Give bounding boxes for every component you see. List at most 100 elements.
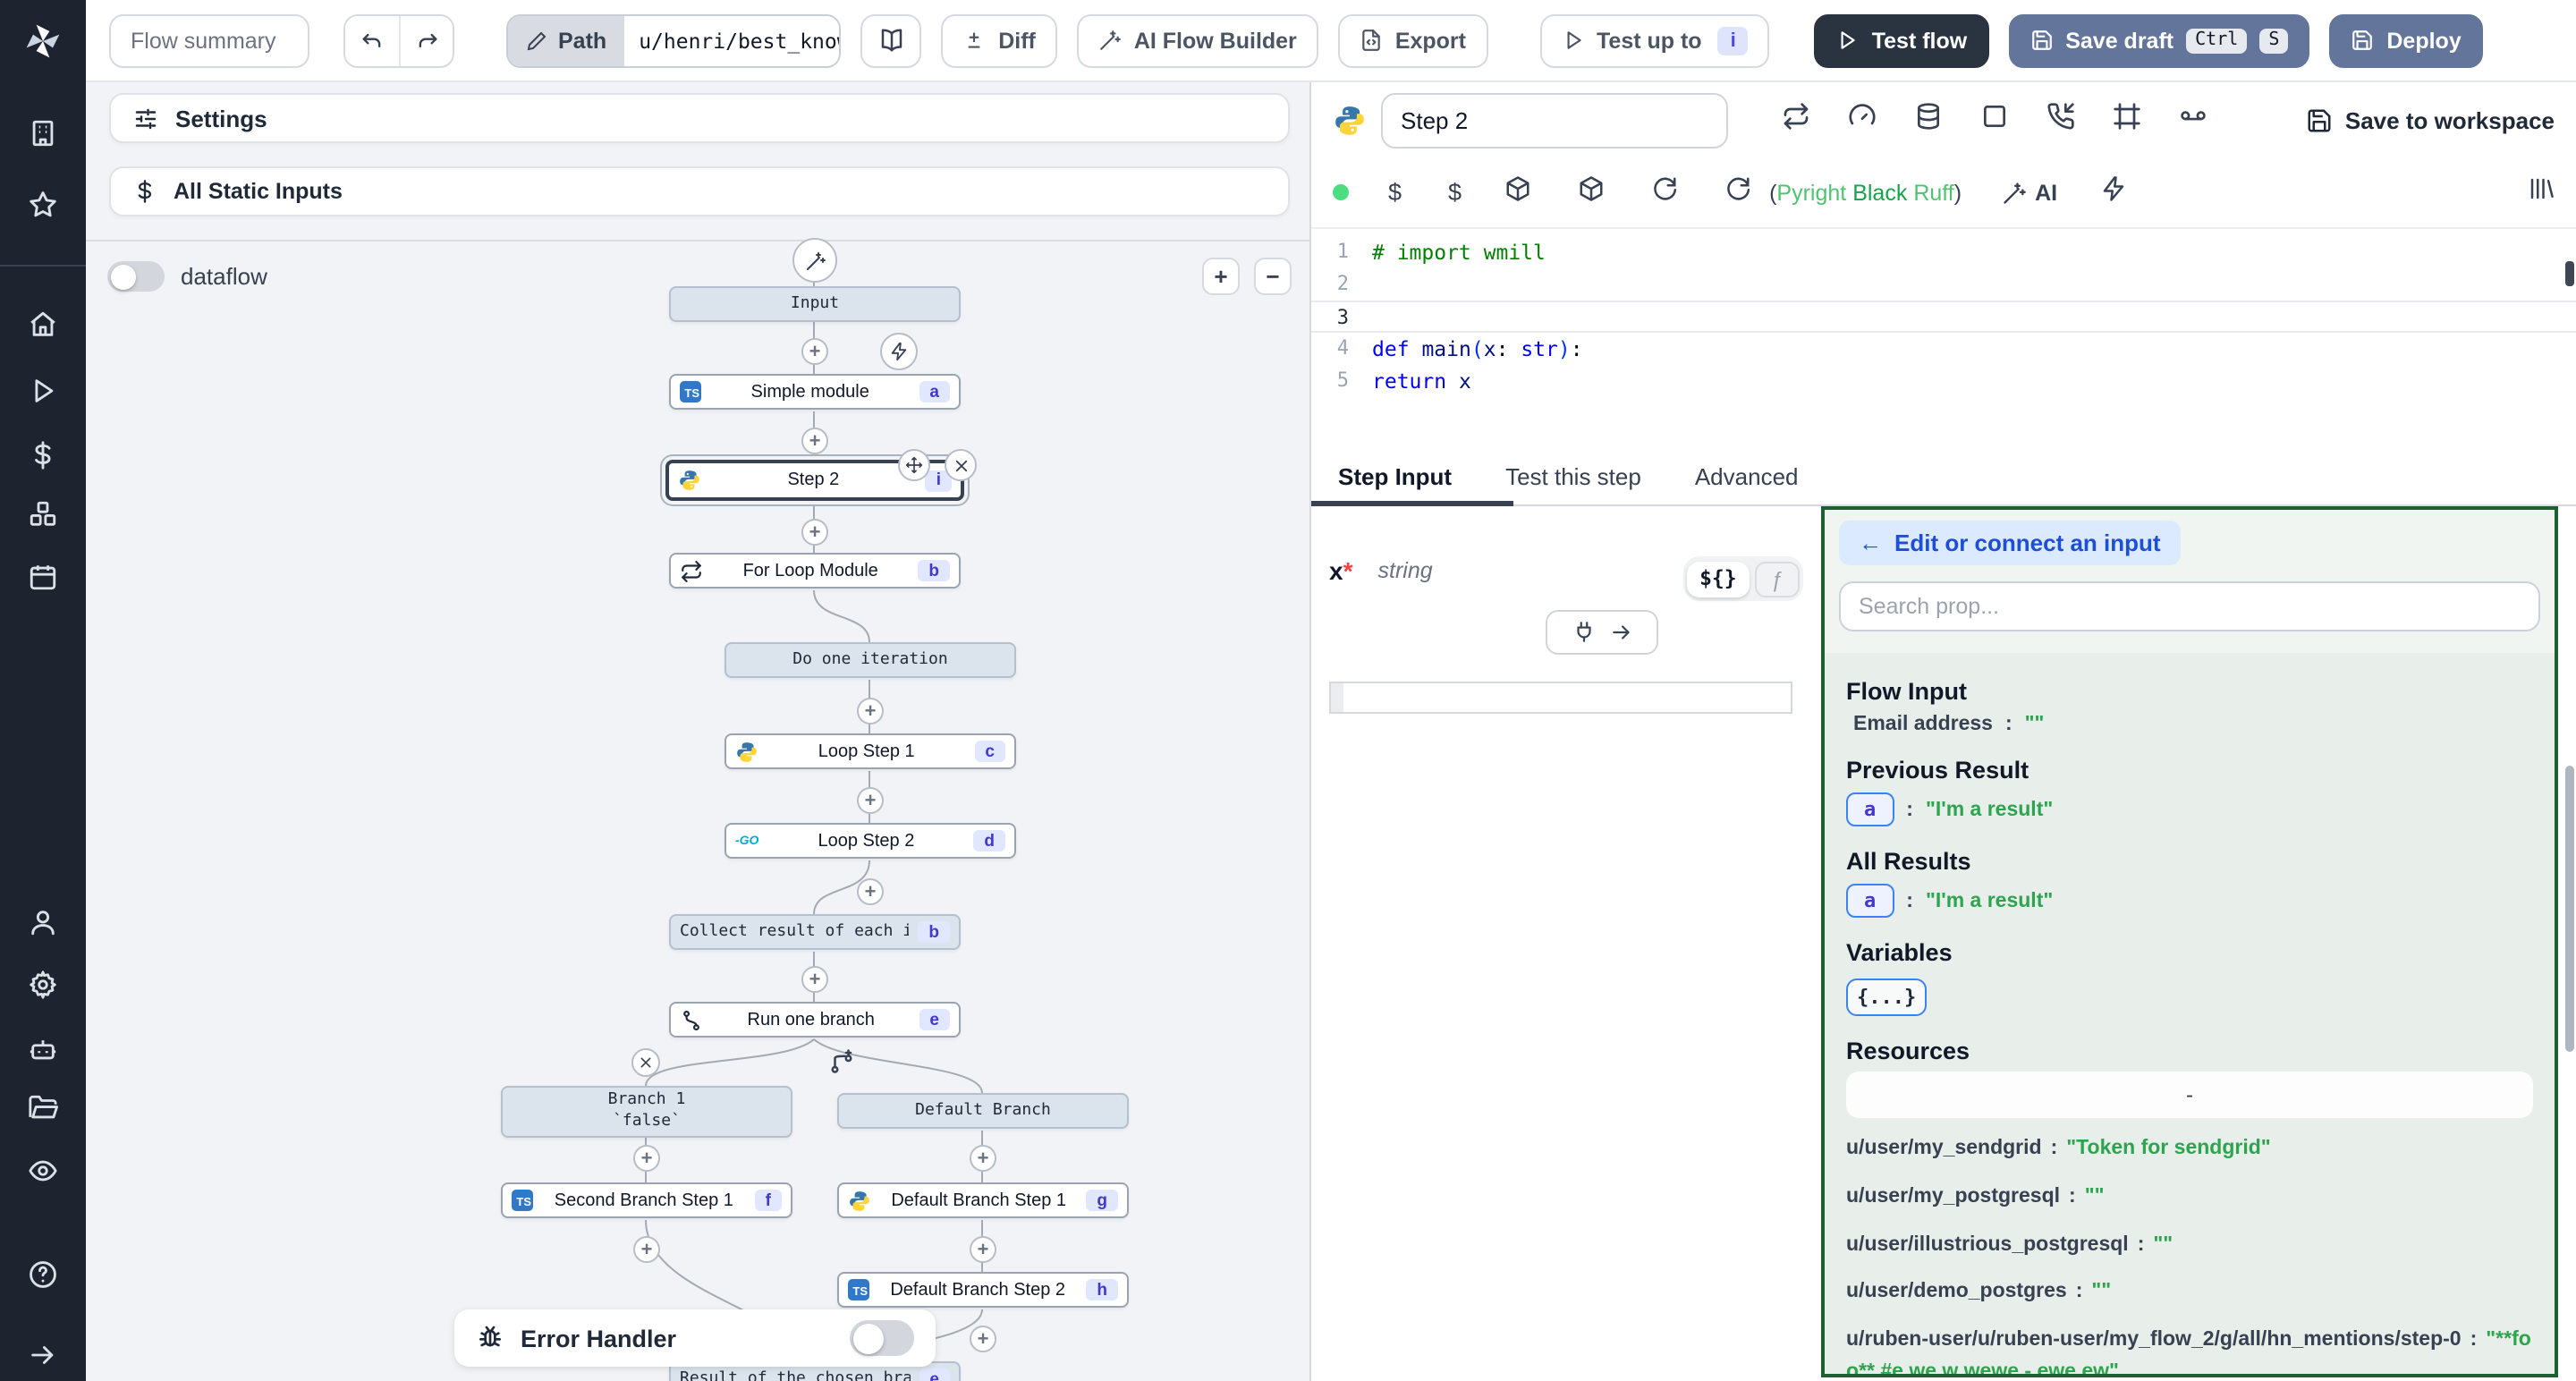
step-name-input[interactable] xyxy=(1381,92,1728,148)
resource-dollar-icon[interactable]: $ xyxy=(1448,179,1462,206)
retry-icon[interactable] xyxy=(1782,101,1810,139)
add-branch-button[interactable] xyxy=(828,1048,857,1077)
node-collect-result[interactable]: Collect result of each iteration b xyxy=(669,914,961,950)
windmill-logo[interactable] xyxy=(0,0,86,81)
sidebar-item-account[interactable] xyxy=(28,907,58,937)
sidebar-item-favorites[interactable] xyxy=(28,190,58,220)
add-step-button[interactable]: + xyxy=(857,787,884,814)
redo-button[interactable] xyxy=(399,15,453,65)
resource-row[interactable]: u/user/illustrious_postgresql:"" xyxy=(1846,1230,2533,1262)
sidebar-item-folders[interactable] xyxy=(28,1093,58,1123)
node-loop-step-1[interactable]: Loop Step 1 c xyxy=(724,733,1016,769)
flow-summary-button[interactable]: Flow summary xyxy=(109,13,309,67)
code-assistants-status[interactable]: (Pyright Black Ruff) xyxy=(1769,180,1962,205)
template-mode-button[interactable]: ${} xyxy=(1687,561,1750,597)
edit-or-connect-back-button[interactable]: ← Edit or connect an input xyxy=(1839,521,2181,565)
add-step-button[interactable]: + xyxy=(970,1236,996,1263)
ai-flow-builder-button[interactable]: AI Flow Builder xyxy=(1077,13,1318,67)
node-input[interactable]: Input xyxy=(669,286,961,322)
add-step-button[interactable]: + xyxy=(970,1145,996,1172)
test-up-to-button[interactable]: Test up toi xyxy=(1539,13,1770,67)
sidebar-item-settings[interactable] xyxy=(28,970,58,1000)
suspend-phone-icon[interactable] xyxy=(2046,101,2075,139)
resource-row[interactable]: u/user/my_postgresql:"" xyxy=(1846,1182,2533,1215)
test-flow-button[interactable]: Test flow xyxy=(1815,13,1989,67)
mock-square-icon[interactable] xyxy=(1980,101,2009,139)
cache-database-icon[interactable] xyxy=(1914,101,1943,139)
diff-button[interactable]: Diff xyxy=(941,13,1057,67)
sidebar-item-schedules[interactable] xyxy=(28,562,58,592)
error-handler-toggle[interactable] xyxy=(850,1320,914,1356)
path-label-segment[interactable]: Path xyxy=(508,15,624,65)
sidebar-expand-button[interactable] xyxy=(28,1340,58,1370)
undo-button[interactable] xyxy=(345,15,399,65)
variable-dollar-icon[interactable]: $ xyxy=(1388,179,1402,206)
tab-advanced[interactable]: Advanced xyxy=(1695,463,1799,490)
flow-input-row[interactable]: Email address : "" xyxy=(1846,714,2533,735)
remove-branch-button[interactable] xyxy=(631,1048,660,1077)
search-prop-input[interactable] xyxy=(1839,581,2540,631)
panel-scrollbar-thumb[interactable] xyxy=(2565,766,2574,1052)
bolt-icon[interactable] xyxy=(2100,174,2127,210)
variables-object-badge[interactable]: {...} xyxy=(1846,979,1927,1016)
add-step-button[interactable]: + xyxy=(633,1236,660,1263)
sidebar-item-workspace[interactable] xyxy=(28,118,58,148)
path-input[interactable]: u/henri/best_known xyxy=(624,15,839,65)
node-run-one-branch[interactable]: Run one branch e xyxy=(669,1002,961,1038)
ai-assistant-button[interactable]: AI xyxy=(2001,180,2057,205)
node-loop-step-2[interactable]: ‑GO Loop Step 2 d xyxy=(724,823,1016,859)
delete-step-button[interactable] xyxy=(945,449,977,481)
sidebar-item-home[interactable] xyxy=(28,309,58,340)
sleep-frame-icon[interactable] xyxy=(2113,101,2141,139)
node-do-one-iteration[interactable]: Do one iteration xyxy=(724,642,1016,678)
add-step-button[interactable]: + xyxy=(801,519,828,546)
tab-test-this-step[interactable]: Test this step xyxy=(1505,463,1641,490)
deploy-button[interactable]: Deploy xyxy=(2329,13,2482,67)
reload-icon[interactable] xyxy=(1724,174,1751,210)
node-default-branch[interactable]: Default Branch xyxy=(837,1093,1129,1129)
add-step-button[interactable]: + xyxy=(970,1326,996,1352)
lifetime-voicemail-icon[interactable] xyxy=(2179,101,2207,139)
node-second-branch-step-1[interactable]: TS Second Branch Step 1 f xyxy=(501,1182,792,1218)
previous-result-row[interactable]: a : "I'm a result" xyxy=(1846,792,2533,826)
export-button[interactable]: Export xyxy=(1338,13,1487,67)
early-stop-gauge-icon[interactable] xyxy=(1848,101,1877,139)
add-step-button[interactable]: + xyxy=(801,338,828,365)
resource-row[interactable]: u/user/demo_postgres:"" xyxy=(1846,1278,2533,1310)
tab-step-input[interactable]: Step Input xyxy=(1338,463,1452,490)
add-step-button[interactable]: + xyxy=(857,698,884,724)
code-editor[interactable]: 1# import wmill234def main(x: str):5 ret… xyxy=(1311,229,2576,449)
save-draft-button[interactable]: Save draftCtrlS xyxy=(2008,13,2309,67)
ai-builder-node-button[interactable] xyxy=(792,238,837,283)
all-results-row[interactable]: a : "I'm a result" xyxy=(1846,884,2533,918)
editor-scrollbar-thumb[interactable] xyxy=(2565,261,2574,286)
library-icon[interactable] xyxy=(2528,174,2555,210)
resource-row[interactable]: u/user/my_sendgrid:"Token for sendgrid" xyxy=(1846,1134,2533,1166)
add-step-button[interactable]: + xyxy=(633,1145,660,1172)
sidebar-item-help[interactable] xyxy=(28,1259,58,1290)
reload-icon[interactable] xyxy=(1651,174,1678,210)
node-default-branch-step-1[interactable]: Default Branch Step 1 g xyxy=(837,1182,1129,1218)
step-id-badge[interactable]: a xyxy=(1846,884,1894,918)
add-step-button[interactable]: + xyxy=(801,428,828,454)
node-for-loop-module[interactable]: For Loop Module b xyxy=(669,553,961,589)
arg-value-input[interactable] xyxy=(1329,682,1792,714)
sidebar-item-resources[interactable] xyxy=(28,499,58,530)
resource-row[interactable]: u/ruben-user/u/ruben-user/my_flow_2/g/al… xyxy=(1846,1326,2533,1378)
sidebar-item-variables[interactable] xyxy=(28,440,58,470)
move-step-button[interactable] xyxy=(898,449,930,481)
fx-mode-button[interactable]: ƒ xyxy=(1755,561,1799,597)
package-icon[interactable] xyxy=(1504,174,1531,210)
sidebar-item-workers[interactable] xyxy=(28,1034,58,1064)
sidebar-item-runs[interactable] xyxy=(28,376,58,406)
step-id-badge[interactable]: a xyxy=(1846,792,1894,826)
trigger-node-button[interactable] xyxy=(880,333,918,370)
add-step-button[interactable]: + xyxy=(857,878,884,905)
connect-input-button[interactable] xyxy=(1546,610,1658,655)
package-icon[interactable] xyxy=(1578,174,1605,210)
sidebar-item-audit-logs[interactable] xyxy=(28,1156,58,1186)
node-default-branch-step-2[interactable]: TS Default Branch Step 2 h xyxy=(837,1272,1129,1308)
node-simple-module[interactable]: TS Simple module a xyxy=(669,374,961,410)
save-to-workspace-button[interactable]: Save to workspace xyxy=(2306,106,2555,133)
add-step-button[interactable]: + xyxy=(801,966,828,993)
